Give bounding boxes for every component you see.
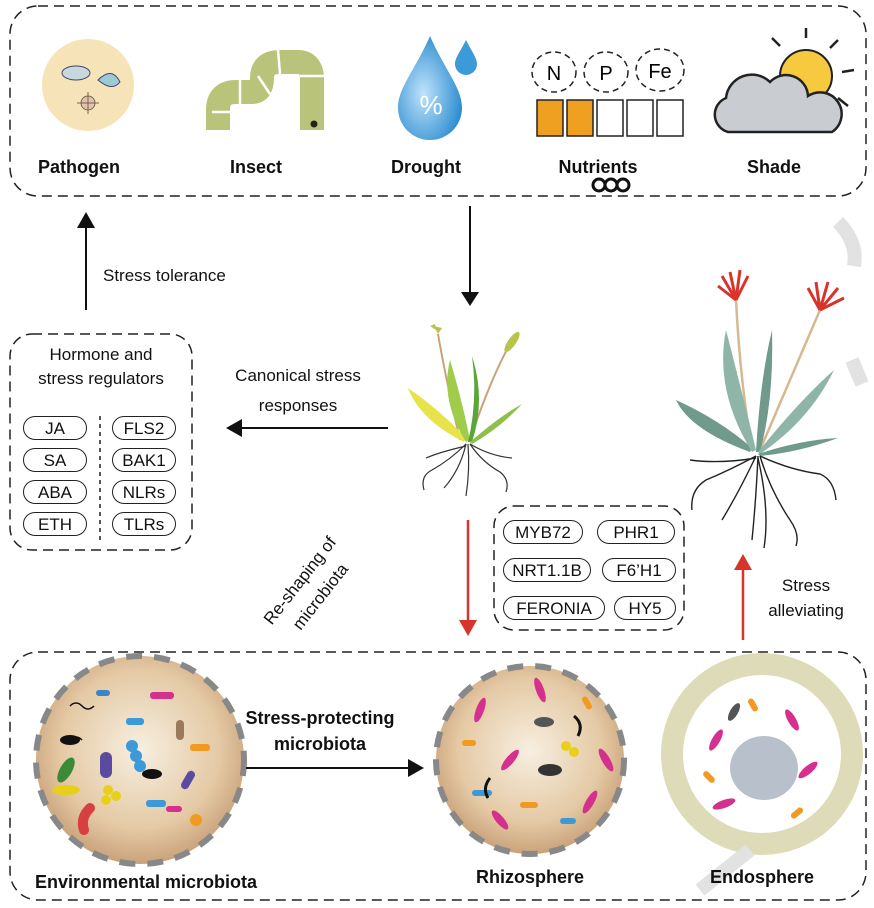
gene-box — [493, 505, 685, 631]
stress-label-shade: Shade — [746, 157, 802, 177]
nutrient-n: N — [547, 63, 561, 85]
insect-icon — [206, 49, 324, 130]
gene-pill-nrt11b: NRT1.1B — [503, 558, 591, 582]
gene-pill-feronia: FERONIA — [503, 596, 605, 620]
stress-label-insect: Insect — [229, 157, 283, 177]
hormone-title-line2: stress regulators — [38, 369, 164, 388]
stress-label-nutrients: Nutrients — [558, 157, 638, 177]
endosphere-icon — [661, 653, 863, 855]
environmental-microbiota-label: Environmental microbiota — [34, 872, 258, 892]
regulator-pill-nlrs: NLRs — [112, 480, 176, 504]
gene-pill-f6h1: F6’H1 — [602, 558, 676, 582]
stress-alleviating-line1: Stress — [781, 576, 831, 595]
young-plant-icon — [408, 324, 522, 497]
gene-pill-myb72: MYB72 — [503, 520, 583, 544]
hormone-pill-eth: ETH — [23, 512, 87, 536]
nutrients-icon: N P Fe — [531, 48, 685, 193]
stress-alleviating-line2: alleviating — [768, 601, 844, 620]
regulator-pill-bak1: BAK1 — [112, 448, 176, 472]
drought-symbol: % — [419, 90, 442, 120]
mature-plant-icon — [676, 269, 845, 549]
hormone-title-line1: Hormone and — [49, 345, 153, 364]
stress-panel — [9, 5, 867, 197]
environmental-microbiota-icon — [33, 653, 247, 867]
microbiota-panel — [9, 651, 867, 901]
stress-tolerance-label: Stress tolerance — [103, 266, 226, 285]
protecting-label-line2: microbiota — [273, 734, 367, 754]
hormone-box — [9, 333, 193, 551]
hormone-pill-ja: JA — [23, 416, 87, 440]
watermark-arc — [695, 217, 869, 896]
protecting-label-line1: Stress-protecting — [245, 708, 395, 728]
nutrient-p: P — [599, 63, 612, 85]
canonical-label-line1: Canonical stress — [235, 366, 361, 385]
endosphere-label: Endosphere — [709, 867, 815, 887]
regulator-pill-fls2: FLS2 — [112, 416, 176, 440]
hormone-pill-sa: SA — [23, 448, 87, 472]
chain-icon — [591, 177, 631, 193]
nutrient-fe: Fe — [648, 61, 671, 83]
gene-pill-phr1: PHR1 — [597, 520, 675, 544]
hormone-pill-aba: ABA — [23, 480, 87, 504]
drought-icon: % — [398, 36, 477, 140]
pathogen-icon — [42, 39, 134, 131]
gene-pill-hy5: HY5 — [614, 596, 676, 620]
stress-label-drought: Drought — [391, 157, 461, 177]
shade-icon — [713, 28, 855, 134]
stress-label-pathogen: Pathogen — [37, 157, 121, 177]
rhizosphere-icon — [433, 663, 627, 857]
regulator-pill-tlrs: TLRs — [112, 512, 176, 536]
canonical-label-line2: responses — [258, 396, 338, 415]
rhizosphere-label: Rhizosphere — [475, 867, 585, 887]
